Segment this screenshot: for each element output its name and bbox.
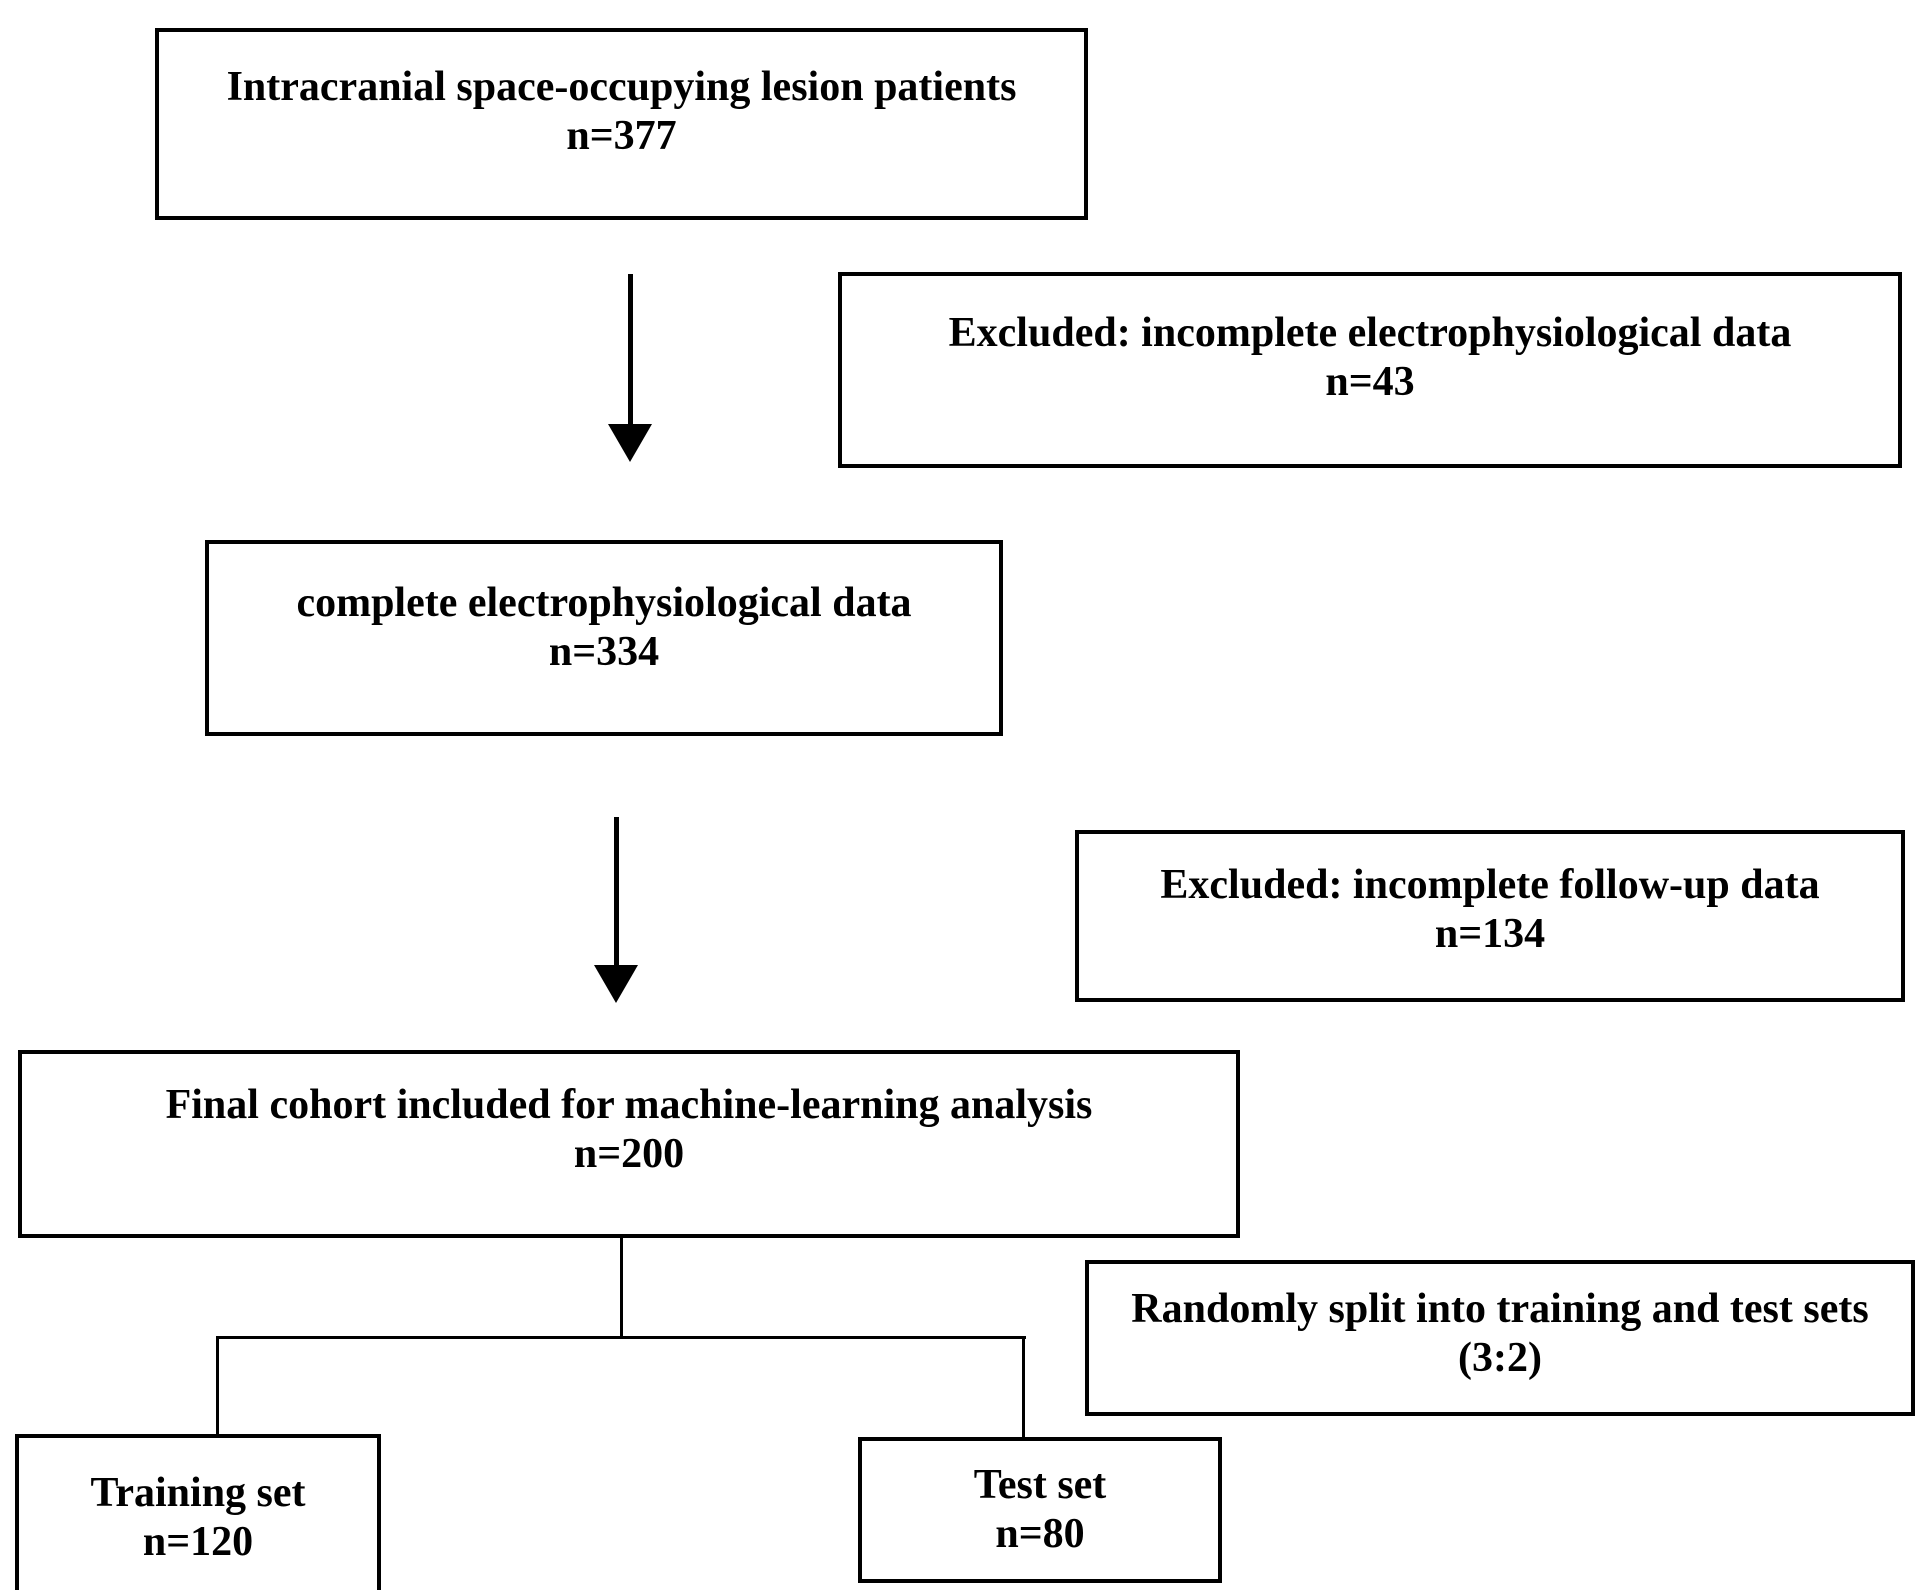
node-count: n=80 [995,1511,1085,1557]
arrow-complete-to-final-shaft [614,817,619,967]
node-text-block: Training set n=120 [90,1469,305,1566]
split-bracket-bar [216,1336,1026,1339]
node-label: Excluded: incomplete follow-up data [1160,862,1820,909]
node-complete-electrophysiological-data: complete electrophysiological data n=334 [205,540,1003,736]
node-label: Excluded: incomplete electrophysiologica… [948,310,1792,357]
node-text-block: Final cohort included for machine-learni… [166,1081,1093,1178]
node-count: n=334 [548,629,660,675]
node-final-cohort: Final cohort included for machine-learni… [18,1050,1240,1238]
node-label: Intracranial space-occupying lesion pati… [226,64,1017,111]
node-text-block: Excluded: incomplete follow-up data n=13… [1160,861,1819,958]
node-random-split-note: Randomly split into training and test se… [1085,1260,1915,1416]
node-text-block: Test set n=80 [974,1461,1107,1558]
node-count: n=200 [573,1131,685,1177]
split-bracket-drop-training [216,1336,219,1436]
node-text-block: Randomly split into training and test se… [1131,1285,1868,1382]
arrow-source-to-complete-shaft [628,274,633,426]
node-text-block: complete electrophysiological data n=334 [296,579,911,676]
split-bracket-stem [620,1238,623,1338]
node-label: complete electrophysiological data [296,580,912,627]
node-training-set: Training set n=120 [15,1434,381,1590]
node-label: Training set [90,1470,306,1517]
node-label: Randomly split into training and test se… [1131,1286,1869,1333]
node-excluded-incomplete-follow-up-data: Excluded: incomplete follow-up data n=13… [1075,830,1905,1002]
node-intracranial-lesion-patients: Intracranial space-occupying lesion pati… [155,28,1088,220]
node-label: Test set [973,1462,1107,1509]
node-text-block: Excluded: incomplete electrophysiologica… [949,309,1792,406]
node-count: n=377 [566,113,677,159]
node-ratio: (3:2) [1458,1335,1542,1381]
arrow-source-to-complete-head-icon [608,424,652,462]
node-test-set: Test set n=80 [858,1437,1222,1583]
node-text-block: Intracranial space-occupying lesion pati… [227,63,1017,160]
arrow-complete-to-final-head-icon [594,965,638,1003]
split-bracket-drop-test [1022,1336,1025,1439]
node-count: n=120 [142,1519,254,1565]
node-count: n=43 [1325,359,1415,405]
node-count: n=134 [1434,911,1546,957]
node-excluded-incomplete-electrophysiological-data: Excluded: incomplete electrophysiologica… [838,272,1902,468]
node-label: Final cohort included for machine-learni… [165,1082,1093,1129]
